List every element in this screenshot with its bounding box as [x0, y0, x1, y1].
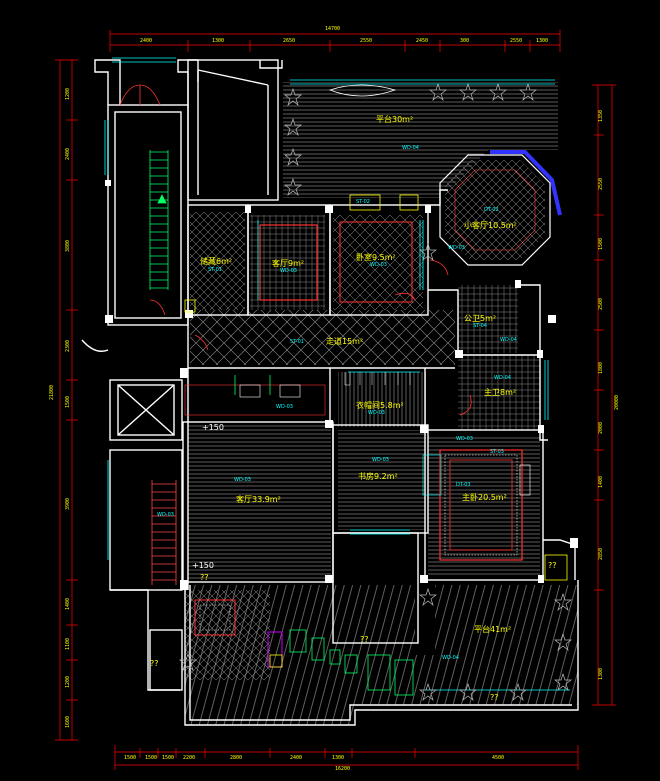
- dimension-top: 1300: [212, 38, 225, 44]
- dimension-right: 2000: [598, 421, 604, 434]
- dimension-left: 1400: [65, 597, 71, 610]
- material-code: WD-03: [157, 512, 174, 518]
- material-code: WD-04: [442, 655, 459, 661]
- room-label-bedroom-b: 卧室9.5m²: [356, 253, 396, 262]
- dimension-right-total: 20000: [614, 394, 620, 410]
- dimension-bottom: 4500: [492, 755, 505, 761]
- unknown-mark: ??: [150, 659, 159, 668]
- dimension-right: 2500: [598, 297, 604, 310]
- dimension-top-total: 14700: [325, 26, 341, 32]
- material-code: WD-03: [370, 262, 387, 268]
- dimension-top: 300: [460, 38, 470, 44]
- material-code: WD-03: [448, 245, 465, 251]
- elevation-mark: +150: [192, 561, 214, 570]
- dimension-bottom: 2200: [183, 755, 196, 761]
- dimension-left: 2400: [65, 147, 71, 160]
- dimension-bottom: 1500: [145, 755, 158, 761]
- dimension-top: 2650: [283, 38, 296, 44]
- material-code: WD-03: [372, 457, 389, 463]
- material-code: ST-01: [208, 267, 222, 273]
- material-code: DT-02: [484, 207, 499, 213]
- room-label-living: 客厅33.9m²: [236, 495, 281, 504]
- dimension-left: 1200: [65, 675, 71, 688]
- dimension-left: 1500: [65, 395, 71, 408]
- dimension-right: 2850: [598, 547, 604, 560]
- dimension-right: 1800: [598, 361, 604, 374]
- room-label-terrace-bottom: 平台41m²: [474, 625, 512, 634]
- material-code: ST-02: [356, 199, 370, 205]
- room-label-bedroom-a: 客厅9m²: [272, 259, 305, 268]
- material-code: WD-04: [500, 337, 517, 343]
- dimension-top: 1300: [536, 38, 549, 44]
- room-label-terrace-top: 平台30m²: [376, 115, 414, 124]
- upper-stair: [149, 150, 169, 290]
- windows: [104, 57, 570, 691]
- wall-columns: [105, 180, 578, 590]
- dimension-left: 3800: [65, 239, 71, 252]
- material-code: WD-04: [494, 375, 511, 381]
- furniture: [184, 84, 568, 696]
- room-label-storage: 储藏6m²: [200, 257, 233, 266]
- bay-window: [490, 150, 562, 216]
- room-label-study: 书房9.2m²: [358, 472, 398, 481]
- dimension-right: 1300: [598, 667, 604, 680]
- dimension-right: 1350: [598, 109, 604, 122]
- material-code: WD-03: [276, 404, 293, 410]
- dimension-right: 1400: [598, 475, 604, 488]
- dimension-left: 2300: [65, 339, 71, 352]
- unknown-mark: ??: [548, 561, 557, 570]
- dimension-left: 1600: [65, 715, 71, 728]
- room-label-corridor: 走道15m²: [326, 337, 364, 346]
- dimension-right: 1500: [598, 237, 604, 250]
- material-code: ST-01: [290, 339, 304, 345]
- dimension-top: 2450: [416, 38, 429, 44]
- material-code: DT-03: [456, 482, 471, 488]
- room-label-bath: 公卫5m²: [464, 314, 497, 323]
- octagon-room-outline: [439, 154, 551, 266]
- room-frames: [184, 221, 523, 636]
- dimension-left-total: 21800: [49, 384, 55, 400]
- material-code: WD-03: [456, 436, 473, 442]
- dimension-top: 2550: [360, 38, 373, 44]
- lower-stair: [151, 480, 177, 585]
- unknown-mark: ??: [200, 573, 209, 582]
- material-code: ST-03: [490, 449, 504, 455]
- dimension-left: 1100: [65, 637, 71, 650]
- dimension-bottom: 2400: [290, 755, 303, 761]
- dimension-top: 2550: [510, 38, 523, 44]
- dimension-bottom-total: 16200: [335, 766, 351, 772]
- dimension-bottom: 1500: [124, 755, 137, 761]
- dimension-left: 1200: [65, 87, 71, 100]
- room-label-closet: 衣帽间5.8m²: [356, 401, 404, 410]
- material-code: WD-03: [234, 477, 251, 483]
- dimension-bottom: 1500: [162, 755, 175, 761]
- material-code: WD-04: [402, 145, 419, 151]
- unknown-mark: ??: [490, 693, 499, 702]
- unknown-mark: ??: [360, 635, 369, 644]
- material-code: WD-03: [280, 268, 297, 274]
- dimension-lines: [55, 30, 616, 770]
- elevation-mark: +150: [202, 423, 224, 432]
- material-code: ST-04: [473, 323, 487, 329]
- room-label-master-bed: 主卧20.5m²: [462, 493, 507, 502]
- room-label-master-bath: 主卫8m²: [484, 388, 517, 397]
- dimension-bottom: 1300: [332, 755, 345, 761]
- dimension-bottom: 2800: [230, 755, 243, 761]
- door-swings: [119, 84, 472, 416]
- plants: [179, 82, 572, 702]
- room-label-round-study: 小客厅10.5m²: [464, 221, 517, 230]
- dimension-top: 2400: [140, 38, 153, 44]
- material-code: WD-03: [368, 410, 385, 416]
- dimension-left: 3900: [65, 497, 71, 510]
- dimension-right: 2550: [598, 177, 604, 190]
